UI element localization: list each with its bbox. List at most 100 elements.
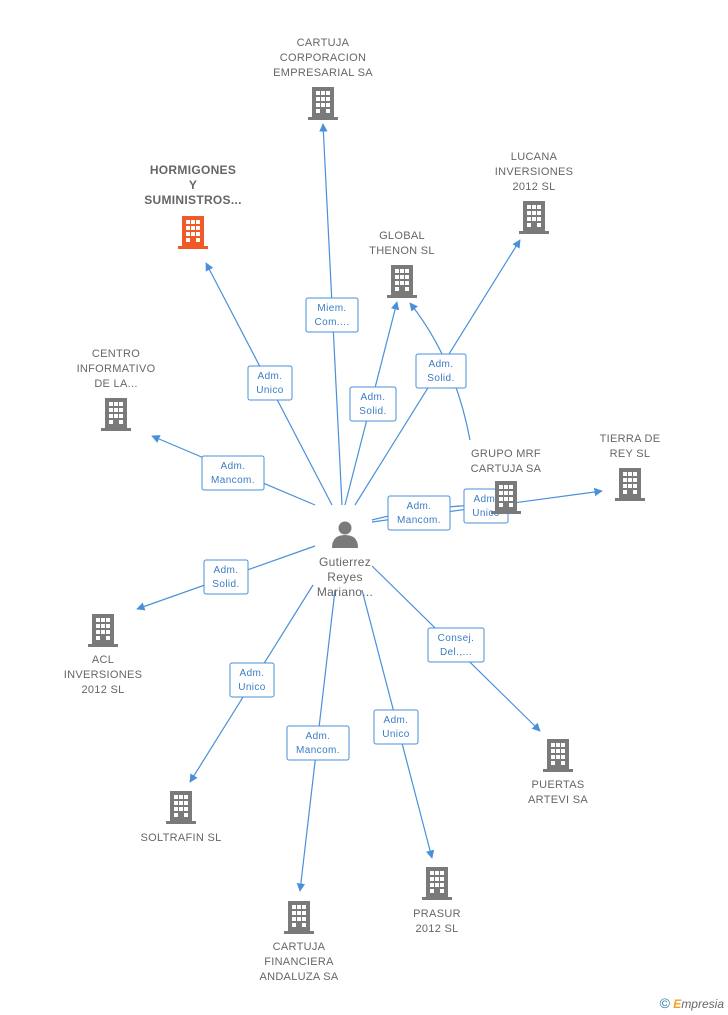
edge-label-box[interactable]: [203, 559, 249, 595]
person-name[interactable]: Mariano...: [317, 585, 373, 599]
building-icon[interactable]: [615, 468, 645, 501]
company-name[interactable]: CORPORACION: [280, 52, 366, 64]
edge-label-text: Com....: [314, 317, 349, 328]
edge-label-box[interactable]: [349, 386, 397, 422]
edge-label-box[interactable]: [201, 455, 265, 491]
edge-label-text: Mancom.: [211, 475, 255, 486]
edge-label-text: Adm.: [429, 359, 454, 370]
building-icon[interactable]: [387, 265, 417, 298]
company-name[interactable]: CENTRO: [92, 348, 140, 360]
company-name[interactable]: CARTUJA: [297, 37, 350, 49]
company-name[interactable]: EMPRESARIAL SA: [273, 67, 373, 79]
edge-label-box[interactable]: [387, 495, 451, 531]
building-icon[interactable]: [491, 481, 521, 514]
edge-label-text: Solid.: [212, 579, 239, 590]
company-name[interactable]: DE LA...: [94, 378, 137, 390]
edge-label-text: Unico: [238, 682, 266, 693]
edge-label-text: Adm.: [306, 731, 331, 742]
edge-label-prasur[interactable]: Adm.Unico: [373, 709, 419, 745]
edge-label-text: Adm.: [221, 461, 246, 472]
company-name[interactable]: THENON SL: [369, 245, 435, 257]
edge-label-box[interactable]: [286, 725, 350, 761]
company-name[interactable]: INVERSIONES: [64, 669, 143, 681]
building-icon[interactable]: [88, 614, 118, 647]
edge-label-text: Adm.: [240, 668, 265, 679]
edge-label-text: Solid.: [427, 373, 454, 384]
edge-label-box[interactable]: [305, 297, 359, 333]
company-node-cartuja-financiera[interactable]: CARTUJA FINANCIERA ANDALUZA SA: [259, 901, 339, 983]
building-icon[interactable]: [308, 87, 338, 120]
edge-label-lucana[interactable]: Adm. Solid.: [415, 353, 467, 389]
building-icon[interactable]: [543, 739, 573, 772]
building-icon[interactable]: [519, 201, 549, 234]
company-name[interactable]: Y: [189, 178, 197, 192]
edge-label-text: Miem.: [317, 303, 346, 314]
edge-label-box[interactable]: [229, 662, 275, 698]
company-name[interactable]: INFORMATIVO: [77, 363, 156, 375]
company-name[interactable]: CARTUJA SA: [471, 463, 542, 475]
company-name[interactable]: 2012 SL: [81, 684, 124, 696]
company-name[interactable]: ACL: [92, 654, 114, 666]
company-node-global-thenon[interactable]: GLOBAL THENON SL: [369, 230, 435, 298]
edge-label-grupo-mrf[interactable]: Adm.Mancom.: [387, 495, 451, 531]
edge-label-text: Adm.: [361, 392, 386, 403]
company-node-tierra-de-rey[interactable]: TIERRA DE REY SL: [600, 433, 661, 501]
company-name[interactable]: 2012 SL: [415, 923, 458, 935]
edge-label-cartuja-financiera[interactable]: Adm. Mancom.: [286, 725, 350, 761]
company-name[interactable]: ARTEVI SA: [528, 794, 588, 806]
building-icon[interactable]: [284, 901, 314, 934]
brand-logo: Empresia: [673, 997, 724, 1011]
person-icon[interactable]: [332, 521, 358, 549]
edge-label-text: Mancom.: [296, 745, 340, 756]
edge-label-acl[interactable]: Adm. Solid.: [203, 559, 249, 595]
edge-label-centro-informativo[interactable]: Adm. Mancom.: [201, 455, 265, 491]
company-name[interactable]: HORMIGONES: [150, 163, 236, 177]
edge-label-text: Unico: [382, 729, 410, 740]
company-name[interactable]: REY SL: [610, 448, 651, 460]
person-node[interactable]: GutierrezReyesMariano...: [317, 521, 373, 600]
edge-label-global-thenon[interactable]: Adm.Solid.: [349, 386, 397, 422]
company-node-puertas-artevi[interactable]: PUERTAS ARTEVI SA: [528, 739, 588, 806]
company-name[interactable]: GLOBAL: [379, 230, 425, 242]
edge-label-text: Unico: [256, 385, 284, 396]
company-name[interactable]: GRUPO MRF: [471, 448, 541, 460]
company-node-prasur[interactable]: PRASUR 2012 SL: [413, 867, 461, 935]
company-node-hormigones[interactable]: HORMIGONESYSUMINISTROS...: [144, 163, 242, 249]
company-name[interactable]: CARTUJA: [273, 941, 326, 953]
edge-label-puertas-artevi[interactable]: Consej.Del.,...: [427, 627, 485, 663]
brand-watermark: © Empresia: [660, 995, 724, 1011]
company-node-cartuja-corp[interactable]: CARTUJA CORPORACION EMPRESARIAL SA: [273, 37, 373, 120]
company-name[interactable]: TIERRA DE: [600, 433, 661, 445]
edge-labels-layer: Miem.Com....Adm.UnicoAdm.Solid.Adm.Solid…: [201, 297, 509, 761]
company-node-acl[interactable]: ACL INVERSIONES 2012 SL: [64, 614, 143, 696]
company-name[interactable]: PRASUR: [413, 908, 461, 920]
company-node-soltrafin[interactable]: SOLTRAFIN SL: [140, 791, 221, 844]
company-name[interactable]: SOLTRAFIN SL: [140, 832, 221, 844]
company-name[interactable]: LUCANA: [511, 151, 558, 163]
building-icon[interactable]: [101, 398, 131, 431]
company-node-centro-informativo[interactable]: CENTRO INFORMATIVO DE LA...: [77, 348, 156, 431]
edge-label-cartuja-corp[interactable]: Miem. Com....: [305, 297, 359, 333]
edge-label-text: Adm.: [214, 565, 239, 576]
edge-label-hormigones[interactable]: Adm.Unico: [247, 365, 293, 401]
edge-label-soltrafin[interactable]: Adm. Unico: [229, 662, 275, 698]
edge-label-box[interactable]: [427, 627, 485, 663]
edge-label-box[interactable]: [373, 709, 419, 745]
company-name[interactable]: 2012 SL: [512, 181, 555, 193]
building-icon[interactable]: [178, 216, 208, 249]
company-name[interactable]: INVERSIONES: [495, 166, 574, 178]
company-name[interactable]: PUERTAS: [531, 779, 584, 791]
company-node-grupo-mrf[interactable]: GRUPO MRF CARTUJA SA: [471, 448, 542, 514]
edge-label-box[interactable]: [415, 353, 467, 389]
company-node-lucana[interactable]: LUCANA INVERSIONES 2012 SL: [495, 151, 574, 234]
company-name[interactable]: ANDALUZA SA: [259, 971, 338, 983]
edge-label-text: Unico: [472, 508, 500, 519]
company-name[interactable]: FINANCIERA: [264, 956, 334, 968]
company-name[interactable]: SUMINISTROS...: [144, 193, 242, 207]
person-name[interactable]: Reyes: [327, 570, 363, 584]
edge-label-box[interactable]: [247, 365, 293, 401]
building-icon[interactable]: [422, 867, 452, 900]
nodes-layer: CARTUJA CORPORACION EMPRESARIAL SA HORMIGON…: [64, 37, 661, 983]
person-name[interactable]: Gutierrez: [319, 555, 371, 569]
building-icon[interactable]: [166, 791, 196, 824]
